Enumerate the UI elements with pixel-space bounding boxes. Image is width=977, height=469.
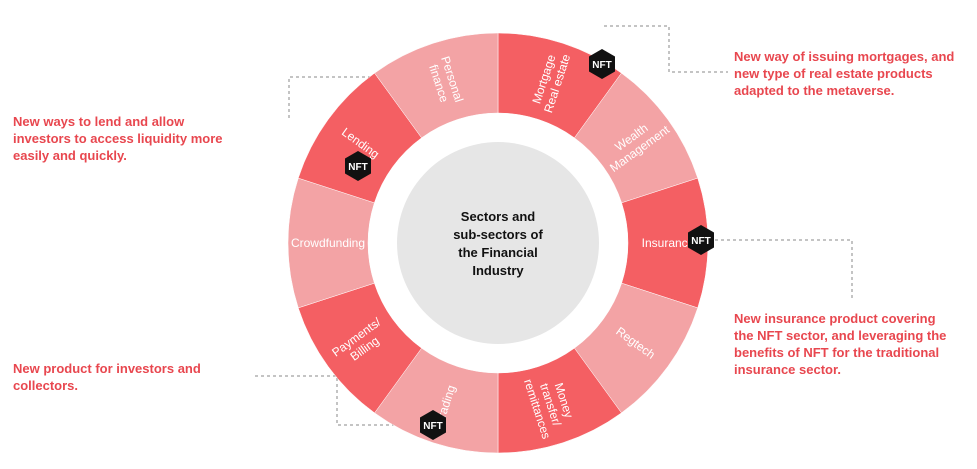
sector-ring: MortgageReal estateWealthManagementInsur… [287, 32, 709, 454]
callout-line: New product for investors and [13, 361, 201, 376]
callout-line: benefits of NFT for the traditional [734, 345, 940, 360]
connector-mortgage [604, 25, 728, 73]
connector-insurance [709, 239, 853, 300]
callout-line: collectors. [13, 378, 79, 393]
nft-badge-label: NFT [423, 421, 442, 432]
connector-lending [288, 76, 380, 118]
lending-callout: New ways to lend and allow investors to a… [13, 113, 223, 164]
callout-line: New ways to lend and allow [13, 114, 185, 129]
center-title-line: sub-sectors of [453, 227, 543, 242]
callout-line: adapted to the metaverse. [734, 83, 895, 98]
segment-label-crowdfunding: Crowdfunding [291, 236, 365, 250]
nft-badge-label: NFT [348, 162, 367, 173]
callout-line: New way of issuing mortgages, and [734, 49, 955, 64]
nft-badges: NFT NFT NFT NFT [345, 49, 714, 440]
callout-line: easily and quickly. [13, 148, 127, 163]
nft-badge-label: NFT [592, 60, 611, 71]
nft-badge-lending: NFT [345, 151, 371, 181]
center-title-line: the Financial [458, 245, 537, 260]
callout-line: insurance sector. [734, 362, 841, 377]
callout-line: investors to access liquidity more [13, 131, 223, 146]
callout-line: New insurance product covering [734, 311, 936, 326]
callout-line: new type of real estate products [734, 66, 933, 81]
callout-line: the NFT sector, and leveraging the [734, 328, 947, 343]
segment-label-insurance: Insurance [642, 236, 695, 250]
segment-personal-finance [374, 32, 499, 139]
trading-callout: New product for investors and collectors. [13, 360, 201, 394]
hexagon-icon [589, 49, 615, 79]
connector-lines [255, 25, 853, 426]
hexagon-icon [345, 151, 371, 181]
center-circle [397, 142, 599, 344]
insurance-callout: New insurance product covering the NFT se… [734, 310, 946, 378]
hexagon-icon [420, 410, 446, 440]
center-title-line: Sectors and [461, 209, 535, 224]
hexagon-icon [688, 225, 714, 255]
mortgage-callout: New way of issuing mortgages, and new typ… [734, 48, 954, 99]
center-title-line: Industry [472, 263, 524, 278]
nft-badge-mortgage: NFT [589, 49, 615, 79]
nft-badge-label: NFT [691, 236, 710, 247]
nft-badge-insurance: NFT [688, 225, 714, 255]
nft-badge-trading: NFT [420, 410, 446, 440]
